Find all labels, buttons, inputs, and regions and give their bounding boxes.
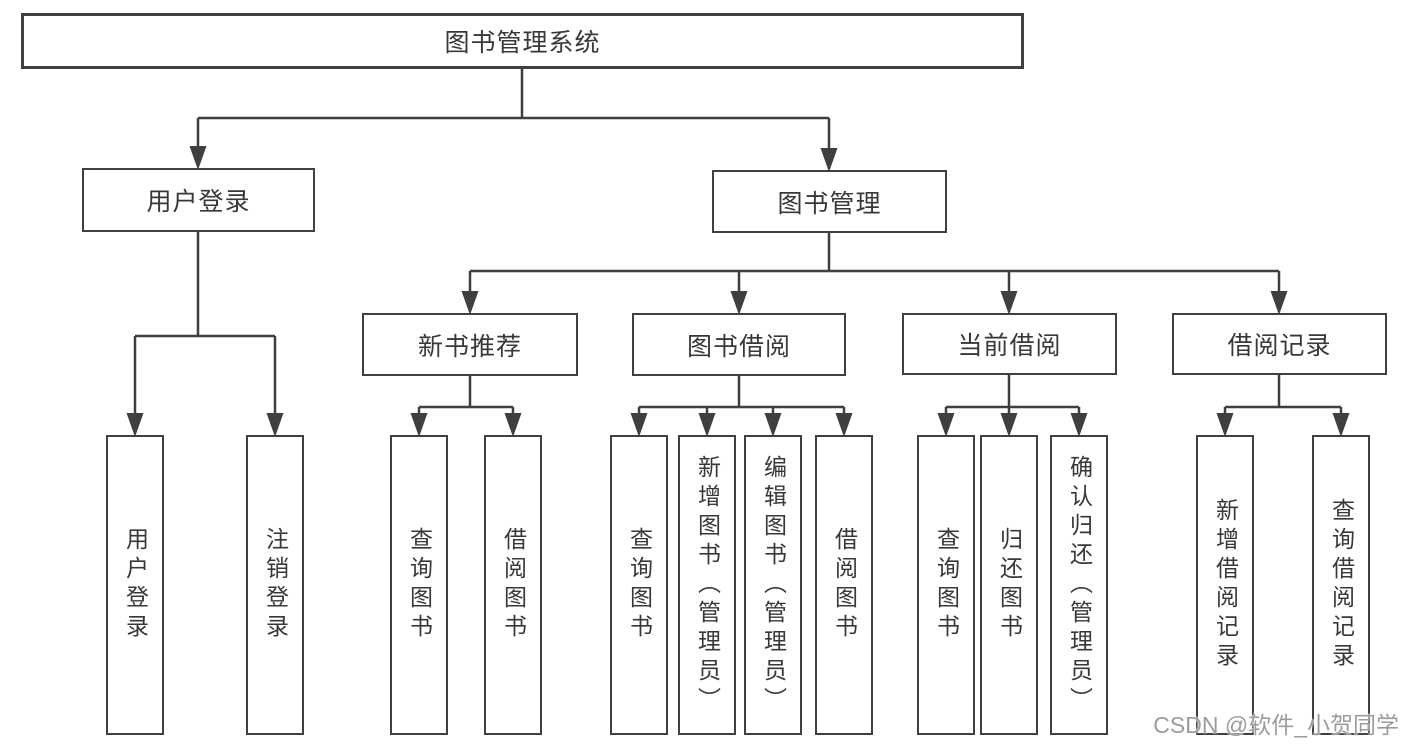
leaf-edit-book-admin-label: 编辑图书（管理员） — [760, 454, 787, 716]
leaf-add-book-admin-label: 新增图书（管理员） — [694, 454, 721, 716]
leaf-add-book-admin: 新增图书（管理员） — [678, 435, 736, 735]
node-current-borrowing: 当前借阅 — [902, 313, 1117, 375]
node-book-management: 图书管理 — [712, 170, 947, 233]
leaf-borrow-books-label: 借阅图书 — [831, 527, 858, 643]
leaf-query-books-borrowing-label: 查询图书 — [626, 527, 653, 643]
leaf-confirm-return-admin: 确认归还（管理员） — [1050, 435, 1108, 735]
arrowheads — [126, 146, 1350, 437]
leaf-return-book: 归还图书 — [980, 435, 1038, 735]
csdn-watermark: CSDN @软件_小贺同学 — [1153, 712, 1399, 738]
leaf-query-books-current: 查询图书 — [917, 435, 975, 735]
leaf-return-book-label: 归还图书 — [996, 527, 1023, 643]
leaf-edit-book-admin: 编辑图书（管理员） — [744, 435, 802, 735]
leaf-add-borrow-record-label: 新增借阅记录 — [1212, 498, 1239, 672]
node-current-borrowing-label: 当前借阅 — [957, 332, 1062, 360]
node-book-management-label: 图书管理 — [777, 189, 882, 218]
leaf-borrow-books-recommend: 借阅图书 — [484, 435, 542, 735]
leaf-user-login: 用户登录 — [106, 435, 164, 735]
leaf-confirm-return-admin-label: 确认归还（管理员） — [1066, 454, 1093, 716]
leaf-add-borrow-record: 新增借阅记录 — [1196, 435, 1254, 735]
leaf-user-login-label: 用户登录 — [122, 527, 149, 643]
node-new-book-recommend-label: 新书推荐 — [417, 332, 522, 361]
leaf-query-borrow-record-label: 查询借阅记录 — [1328, 498, 1355, 672]
node-book-borrowing: 图书借阅 — [632, 313, 846, 376]
leaf-borrow-books-recommend-label: 借阅图书 — [500, 527, 527, 643]
leaf-logout: 注销登录 — [246, 435, 304, 735]
leaf-borrow-books: 借阅图书 — [815, 435, 873, 735]
node-library-system: 图书管理系统 — [21, 13, 1024, 69]
node-user-login-label: 用户登录 — [146, 188, 251, 216]
node-new-book-recommend: 新书推荐 — [362, 313, 578, 376]
leaf-query-books-recommend: 查询图书 — [390, 435, 448, 735]
node-book-borrowing-label: 图书借阅 — [686, 332, 791, 361]
node-borrowing-records: 借阅记录 — [1172, 313, 1387, 375]
leaf-query-books-current-label: 查询图书 — [933, 527, 960, 643]
leaf-logout-label: 注销登录 — [262, 527, 289, 643]
leaf-query-borrow-record: 查询借阅记录 — [1312, 435, 1370, 735]
leaf-query-books-borrowing: 查询图书 — [610, 435, 668, 735]
node-borrowing-records-label: 借阅记录 — [1227, 332, 1332, 360]
leaf-query-books-recommend-label: 查询图书 — [406, 527, 433, 643]
node-user-login: 用户登录 — [82, 168, 315, 232]
node-library-system-label: 图书管理系统 — [444, 29, 601, 57]
